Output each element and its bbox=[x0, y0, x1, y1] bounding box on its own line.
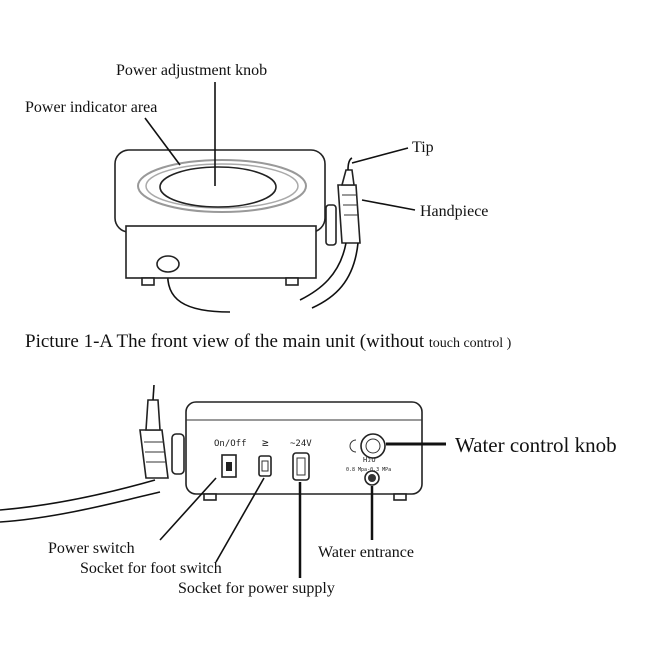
caption-front-view: Picture 1-A The front view of the main u… bbox=[25, 331, 512, 352]
unit-foot-right bbox=[285, 277, 299, 286]
rear-cable-a bbox=[0, 479, 156, 511]
water-knob-arrow bbox=[349, 439, 357, 453]
foot-switch-socket bbox=[258, 455, 272, 477]
main-unit-body bbox=[125, 225, 317, 279]
front-view: Power adjustment knob Power indicator ar… bbox=[25, 62, 512, 352]
leader-tip bbox=[351, 147, 409, 164]
power-switch-rocker bbox=[226, 462, 232, 471]
label-handpiece: Handpiece bbox=[420, 203, 488, 220]
front-button bbox=[156, 255, 180, 273]
foot-switch-socket-inner bbox=[261, 460, 269, 472]
rear-handpiece bbox=[139, 429, 169, 479]
rear-tip bbox=[152, 384, 155, 401]
handpiece-nose bbox=[340, 169, 355, 186]
rear-handpiece-nose bbox=[145, 399, 161, 431]
panel-voltage-label: ~24V bbox=[290, 439, 312, 449]
water-control-knob bbox=[360, 433, 386, 459]
handpiece-cable-b bbox=[311, 242, 359, 309]
water-entrance-hole bbox=[368, 474, 376, 482]
label-power-switch: Power switch bbox=[48, 540, 135, 557]
caption-small: touch control ) bbox=[429, 336, 512, 351]
leader-power-indicator bbox=[144, 117, 181, 166]
rear-foot-left bbox=[203, 493, 217, 501]
label-socket-power-supply: Socket for power supply bbox=[178, 580, 335, 597]
water-control-knob-inner bbox=[365, 438, 381, 454]
rear-handpiece-holder bbox=[171, 433, 185, 475]
caption-main: Picture 1-A The front view of the main u… bbox=[25, 331, 429, 352]
rear-unit-body bbox=[185, 401, 423, 495]
panel-water-spec: 0.8 Mpa-0.3 MPa bbox=[346, 467, 391, 473]
power-supply-socket-inner bbox=[296, 457, 306, 476]
handpiece-holder bbox=[325, 204, 337, 246]
panel-on-off-label: On/Off bbox=[214, 439, 247, 449]
tip bbox=[347, 157, 353, 171]
handpiece-cable-a bbox=[299, 242, 347, 301]
power-supply-socket bbox=[292, 452, 310, 481]
label-water-entrance: Water entrance bbox=[318, 544, 414, 561]
rear-view: On/Off ≥ ~24V H₂O 0.8 Mpa-0.3 MPa Water … bbox=[0, 384, 617, 597]
label-tip: Tip bbox=[412, 139, 434, 156]
label-power-adjustment-knob: Power adjustment knob bbox=[116, 62, 267, 79]
unit-foot-left bbox=[141, 277, 155, 286]
panel-water-symbol: H₂O bbox=[363, 456, 376, 464]
label-water-control-knob: Water control knob bbox=[455, 433, 617, 457]
leader-foot-switch-socket bbox=[215, 477, 265, 563]
rear-foot-right bbox=[393, 493, 407, 501]
label-socket-foot-switch: Socket for foot switch bbox=[80, 560, 222, 577]
leader-power-switch bbox=[159, 477, 217, 541]
rear-handpiece-grip bbox=[144, 441, 166, 463]
panel-foot-symbol: ≥ bbox=[262, 436, 269, 449]
handpiece-grip bbox=[342, 194, 359, 216]
power-adjustment-knob bbox=[159, 166, 277, 208]
rear-cable-b bbox=[0, 491, 161, 523]
handpiece bbox=[337, 184, 361, 244]
leader-handpiece bbox=[361, 199, 416, 211]
power-indicator-ring-outer bbox=[137, 159, 307, 213]
label-power-indicator-area: Power indicator area bbox=[25, 99, 157, 116]
power-indicator-ring-inner bbox=[145, 163, 299, 209]
